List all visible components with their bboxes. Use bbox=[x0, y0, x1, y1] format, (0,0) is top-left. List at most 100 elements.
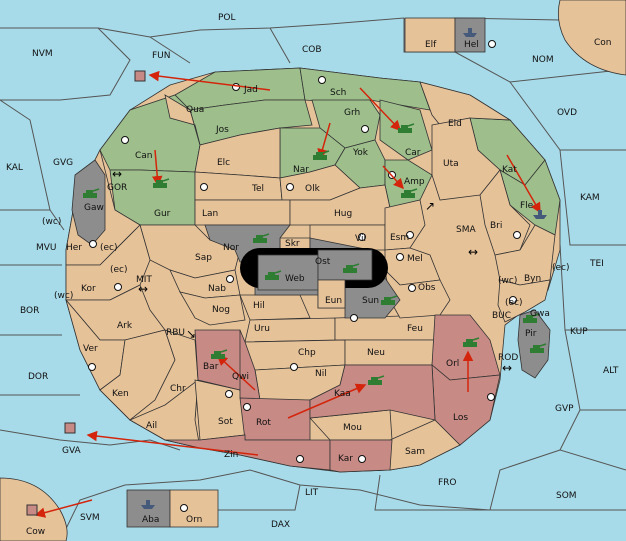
label-svm: SVM bbox=[80, 513, 100, 523]
supply-center-icon bbox=[358, 233, 366, 241]
label-neu: Neu bbox=[367, 348, 385, 358]
label-nvm: NVM bbox=[32, 49, 53, 59]
supply-center-icon bbox=[180, 504, 188, 512]
supply-center-icon bbox=[121, 136, 129, 144]
army-icon bbox=[265, 270, 282, 280]
passage-arrow-icon: ↔ bbox=[138, 282, 148, 296]
label-hil: Hil bbox=[253, 301, 265, 311]
supply-center-icon bbox=[318, 76, 326, 84]
territory-gaw[interactable] bbox=[71, 159, 106, 246]
supply-center-icon bbox=[114, 283, 122, 291]
supply-center-icon bbox=[290, 363, 298, 371]
label-fle: Fle bbox=[520, 201, 534, 211]
label-sot: Sot bbox=[218, 417, 233, 427]
fleet-icon bbox=[141, 500, 155, 509]
label-chp: Chp bbox=[298, 348, 316, 358]
territory-neu[interactable] bbox=[344, 339, 436, 366]
passage-arrow-icon: ↔ bbox=[502, 361, 512, 375]
label-esm: Esm bbox=[390, 233, 409, 243]
label-coast-wc-her: (wc) bbox=[42, 217, 61, 227]
supply-center-icon bbox=[408, 284, 416, 292]
label-ost: Ost bbox=[315, 257, 331, 267]
territory-esm[interactable] bbox=[384, 199, 426, 251]
label-gvg: GVG bbox=[53, 158, 73, 168]
label-rot: Rot bbox=[256, 418, 271, 428]
territory-rot[interactable] bbox=[239, 397, 311, 441]
army-icon bbox=[253, 233, 270, 243]
label-skr: Skr bbox=[285, 239, 300, 249]
label-car: Car bbox=[405, 148, 421, 158]
sea-borders bbox=[0, 17, 626, 541]
label-alt: ALT bbox=[603, 366, 619, 376]
label-nil: Nil bbox=[315, 369, 327, 379]
label-rbu: RBU bbox=[166, 328, 185, 338]
label-buc: BUC bbox=[492, 311, 511, 321]
territory-con[interactable] bbox=[557, 0, 626, 76]
label-con: Con bbox=[594, 38, 612, 48]
army-icon bbox=[83, 188, 100, 198]
label-amp: Amp bbox=[404, 177, 425, 187]
label-coast-ec-byn: (ec) bbox=[552, 263, 570, 273]
territory-nog[interactable] bbox=[179, 291, 246, 326]
territory-eun-inner[interactable] bbox=[317, 279, 346, 309]
supply-center-icon bbox=[89, 240, 97, 248]
label-cob: COB bbox=[302, 45, 322, 55]
army-icon bbox=[523, 313, 540, 323]
label-gur: Gur bbox=[154, 209, 171, 219]
supply-center-icon bbox=[286, 183, 294, 191]
army-icon bbox=[343, 263, 360, 273]
coast-labels: (wc) (ec) (ec) (wc) (ec) (wc) (ec) bbox=[42, 217, 570, 308]
fleet-icon bbox=[134, 70, 146, 82]
label-dax: DAX bbox=[271, 520, 290, 530]
label-grh: Grh bbox=[344, 108, 360, 118]
label-pir: Pir bbox=[525, 329, 537, 339]
territory-hil[interactable] bbox=[239, 294, 311, 321]
territory-web-inner[interactable] bbox=[257, 254, 319, 291]
army-icon bbox=[381, 295, 398, 305]
label-gvp: GVP bbox=[555, 404, 574, 414]
label-uru: Uru bbox=[254, 324, 270, 334]
label-sun: Sun bbox=[362, 296, 379, 306]
label-elf: Elf bbox=[425, 40, 437, 50]
label-los: Los bbox=[453, 413, 468, 423]
label-gaw: Gaw bbox=[84, 203, 104, 213]
label-som: SOM bbox=[556, 491, 577, 501]
label-cow: Cow bbox=[26, 527, 45, 537]
fleet-icon bbox=[26, 504, 38, 516]
supply-center-icon bbox=[232, 83, 240, 91]
territory-gwa[interactable] bbox=[497, 279, 551, 323]
label-nom: NOM bbox=[532, 55, 554, 65]
label-kup: KUP bbox=[570, 327, 588, 337]
label-elc: Elc bbox=[217, 158, 230, 168]
label-uta: Uta bbox=[443, 159, 459, 169]
units bbox=[26, 28, 547, 516]
territory-kaa[interactable] bbox=[309, 364, 436, 421]
sea-labels: POL NVM FUN COB NOM OVD KAL GVG GOR KAM … bbox=[6, 13, 619, 530]
label-chr: Chr bbox=[170, 384, 186, 394]
territory-hug[interactable] bbox=[289, 184, 391, 226]
supply-center-icon bbox=[88, 363, 96, 371]
territory-elf[interactable] bbox=[404, 17, 456, 53]
label-sap: Sap bbox=[195, 253, 212, 263]
fleet-icon bbox=[64, 422, 76, 434]
label-coast-ec-kor: (ec) bbox=[110, 265, 128, 275]
territory-qua[interactable] bbox=[164, 94, 201, 146]
land-labels: Con Elf Hel Jad Sch Qua Grh Jos Eld Car … bbox=[26, 38, 612, 537]
supply-center-icon bbox=[350, 314, 358, 322]
label-obs: Obs bbox=[418, 283, 436, 293]
label-lan: Lan bbox=[202, 209, 218, 219]
army-icon bbox=[401, 188, 418, 198]
label-yok: Yok bbox=[352, 148, 369, 158]
label-jad: Jad bbox=[243, 85, 258, 95]
label-bri: Bri bbox=[490, 221, 502, 231]
supply-center-icon bbox=[226, 275, 234, 283]
territory-ost-inner[interactable] bbox=[317, 249, 373, 281]
territory-orn[interactable] bbox=[169, 489, 219, 528]
supply-center-icon bbox=[358, 455, 366, 463]
label-ark: Ark bbox=[117, 321, 133, 331]
supply-center-icon bbox=[396, 253, 404, 261]
territory-pir[interactable] bbox=[517, 309, 551, 379]
label-kor: Kor bbox=[81, 284, 96, 294]
army-icon bbox=[398, 123, 415, 133]
army-icon bbox=[153, 178, 170, 188]
